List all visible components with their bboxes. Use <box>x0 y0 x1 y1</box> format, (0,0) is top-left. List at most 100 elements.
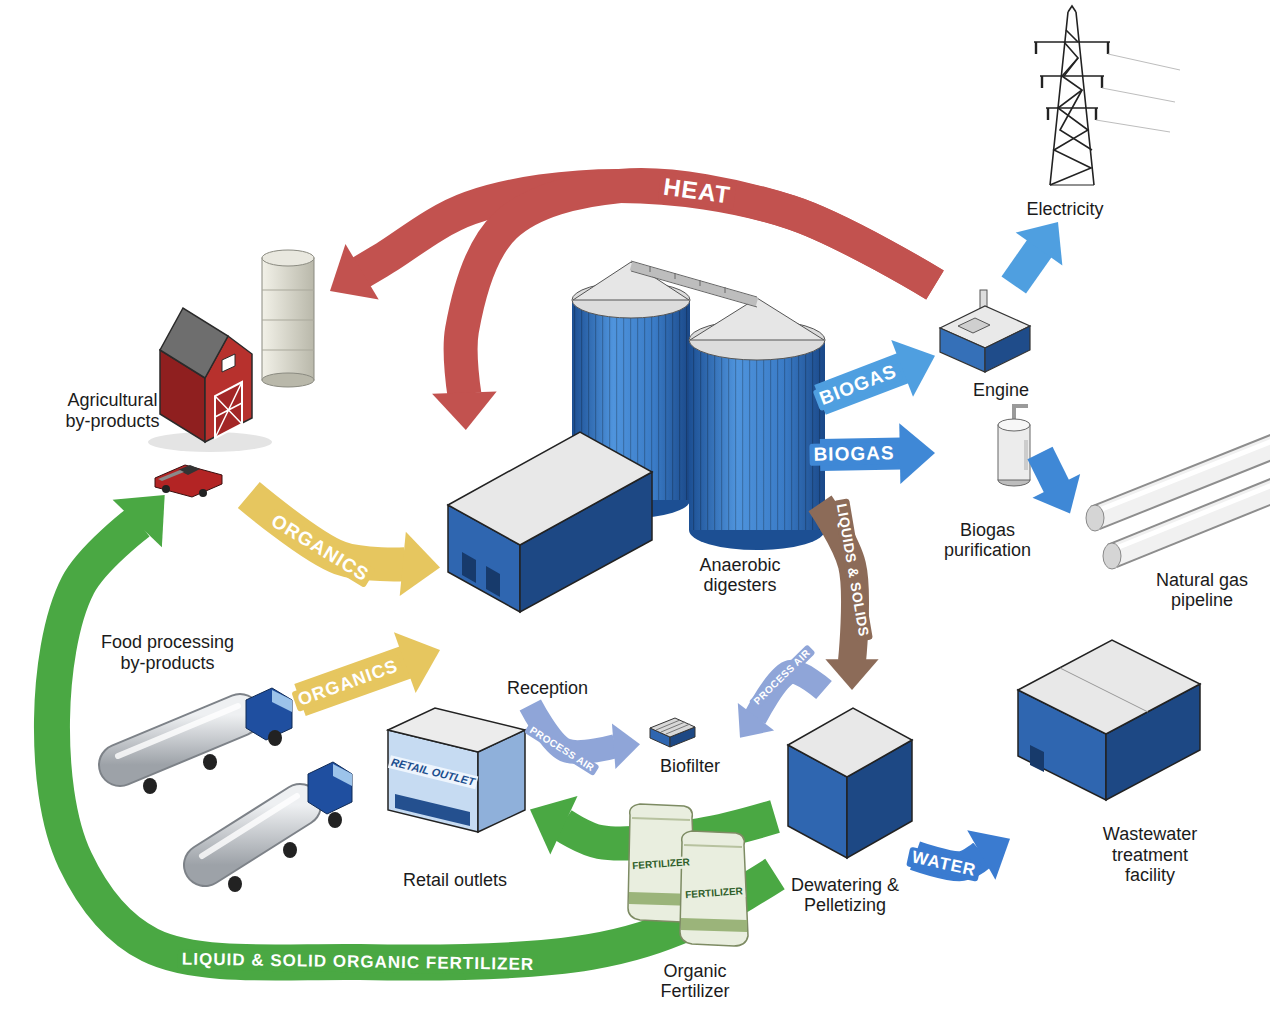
tanker-trucks <box>202 796 297 856</box>
engine <box>958 318 990 333</box>
arrow-label: PROCESS AIR <box>748 645 815 711</box>
node-label: Anaerobic digesters <box>685 555 795 596</box>
arrow-head <box>1032 474 1080 513</box>
arrow-shaft <box>461 185 935 395</box>
node-label: Retail outlets <box>385 870 525 891</box>
process-node: Organic Fertilizer <box>625 800 765 1005</box>
tanker-trucks <box>308 762 352 814</box>
part-label-holder: FERTILIZER <box>683 885 745 901</box>
silo <box>262 250 314 387</box>
arrow-label: HEAT <box>657 173 736 210</box>
reception-building <box>448 432 652 612</box>
retail-building <box>388 708 525 752</box>
electricity-pylon <box>1050 6 1094 185</box>
pickup-truck <box>155 465 222 497</box>
wastewater-building <box>1018 640 1200 800</box>
pickup-truck <box>158 470 184 481</box>
gas-pipeline <box>1112 490 1270 556</box>
electricity-pylon <box>1096 54 1180 132</box>
arrow-label-holder: WATER <box>907 847 983 882</box>
arrow-head <box>530 796 578 855</box>
arrow-label: BIOGAS <box>812 359 903 411</box>
node-label: Dewatering & Pelletizing <box>785 875 905 916</box>
wastewater-building <box>1030 745 1044 772</box>
node-label: Biofilter <box>645 756 735 777</box>
arrow-head <box>330 244 379 299</box>
node-label: Electricity <box>1000 199 1130 220</box>
fertilizer-bag <box>684 845 742 847</box>
anaerobic-digester-tanks <box>631 266 757 302</box>
arrow-label-holder: HEAT <box>657 173 736 210</box>
anaerobic-digester-tanks <box>689 340 825 530</box>
tanker-trucks <box>120 715 240 765</box>
arrow-head <box>899 423 935 484</box>
process-node: Dewatering & Pelletizing <box>775 690 915 920</box>
tanker-trucks <box>246 688 292 740</box>
part-label-holder: RETAIL OUTLET <box>388 755 478 789</box>
biofilter-unit <box>656 720 690 734</box>
tanker-trucks <box>333 764 352 786</box>
fertilizer-bag <box>681 918 747 932</box>
arrow-head <box>825 659 878 690</box>
anaerobic-digester-tanks <box>690 298 824 340</box>
barn <box>222 354 235 372</box>
tanker-trucks <box>205 805 300 865</box>
process-node: Natural gas pipeline <box>1070 470 1265 615</box>
arrow-label-holder: PROCESS AIR <box>748 645 815 711</box>
silo <box>262 250 314 266</box>
arrow-label: PROCESS AIR <box>525 722 600 776</box>
biogas-purifier <box>1014 406 1028 419</box>
process-node: Retail outlets <box>380 705 530 895</box>
pickup-truck <box>155 465 222 497</box>
tanker-trucks <box>118 688 352 892</box>
retail-building <box>388 708 525 832</box>
fertilizer-bag <box>680 831 748 946</box>
dewatering-building <box>788 708 912 777</box>
process-node: Reception <box>440 430 655 705</box>
electricity-pylon <box>1034 6 1180 185</box>
process-node: Agricultural by-products <box>40 240 330 495</box>
process-node: Wastewater treatment facility <box>1010 605 1215 890</box>
tanker-trucks <box>272 690 292 712</box>
flow-arrow <box>1032 453 1080 514</box>
process-node: Biofilter <box>640 715 740 780</box>
arrow-head <box>432 391 497 430</box>
arrow-head <box>400 532 440 596</box>
arrow-head <box>1016 222 1063 265</box>
gas-pipeline <box>1086 440 1270 569</box>
pickup-truck <box>162 485 170 493</box>
arrow-label: LIQUIDS & SOLIDS <box>833 498 873 641</box>
tanker-trucks <box>203 754 217 770</box>
arrow-label-holder: PROCESS AIR <box>525 722 600 776</box>
reception-building <box>448 432 652 545</box>
part-label-holder: FERTILIZER <box>630 856 692 872</box>
dewatering-building <box>788 708 912 858</box>
electricity-pylon <box>1060 58 1092 150</box>
anaerobic-digester-tanks <box>689 340 825 530</box>
arrow-label-holder: BIOGAS <box>812 359 903 411</box>
arrow-label-holder: ORGANICS <box>263 507 375 587</box>
tanker-trucks <box>120 715 240 765</box>
reception-building <box>486 566 500 597</box>
part-label: FERTILIZER <box>683 885 745 901</box>
arrow-head <box>612 724 640 769</box>
electricity-pylon <box>1050 30 1091 185</box>
tanker-trucks <box>283 842 297 858</box>
arrow-label: WATER <box>907 847 983 882</box>
barn <box>160 308 228 378</box>
barn <box>215 382 242 438</box>
gas-pipeline <box>1086 505 1104 531</box>
arrow-shaft <box>1040 453 1057 488</box>
node-label: Natural gas pipeline <box>1147 570 1257 611</box>
reception-building <box>462 552 476 583</box>
arrow-label: ORGANICS <box>291 654 404 711</box>
arrow-shaft <box>530 705 615 752</box>
process-node: Biogas purification <box>935 405 1040 565</box>
gas-pipeline <box>1114 484 1270 549</box>
arrow-label: LIQUID & SOLID ORGANIC FERTILIZER <box>178 949 538 974</box>
arrow-label-holder: BIOGAS <box>810 443 899 466</box>
